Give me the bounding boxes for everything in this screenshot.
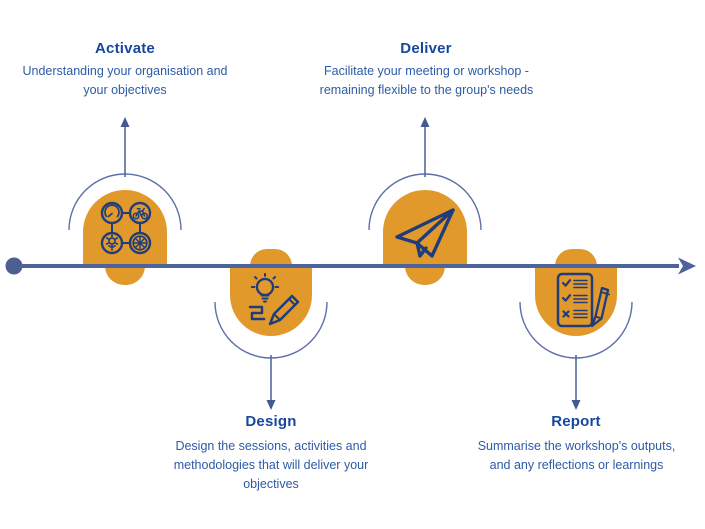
lightbulb-pencil-icon [248, 273, 300, 326]
stage-report-node-pin [555, 249, 597, 266]
stage-report-description: Summarise the workshop's outputs, and an… [477, 439, 676, 472]
stage-design-connector-arrow-icon [266, 400, 276, 410]
stage-activate-connector-arrow-icon [120, 117, 130, 127]
stage-report-title: Report [551, 413, 601, 430]
stage-activate-title: Activate [95, 40, 155, 57]
timeline-arrowhead-icon [678, 257, 696, 275]
stage-design-title: Design [245, 413, 297, 430]
activities-icon [100, 201, 152, 255]
stage-deliver-title: Deliver [400, 40, 452, 57]
stage-deliver-description: Facilitate your meeting or workshop - re… [319, 64, 534, 97]
stage-design-description: Design the sessions, activities and meth… [173, 439, 369, 491]
stage-activate-description: Understanding your organisation and your… [22, 64, 228, 97]
timeline-start-dot [5, 257, 23, 275]
stage-deliver-node-pin [405, 266, 445, 285]
stage-activate-node-pin [105, 266, 145, 285]
stage-deliver-connector-arrow-icon [420, 117, 430, 127]
paper-plane-icon [395, 208, 455, 258]
stage-report-connector-arrow-icon [571, 400, 581, 410]
checklist-pencil-icon [556, 272, 610, 328]
stage-design-node-pin [250, 249, 292, 266]
